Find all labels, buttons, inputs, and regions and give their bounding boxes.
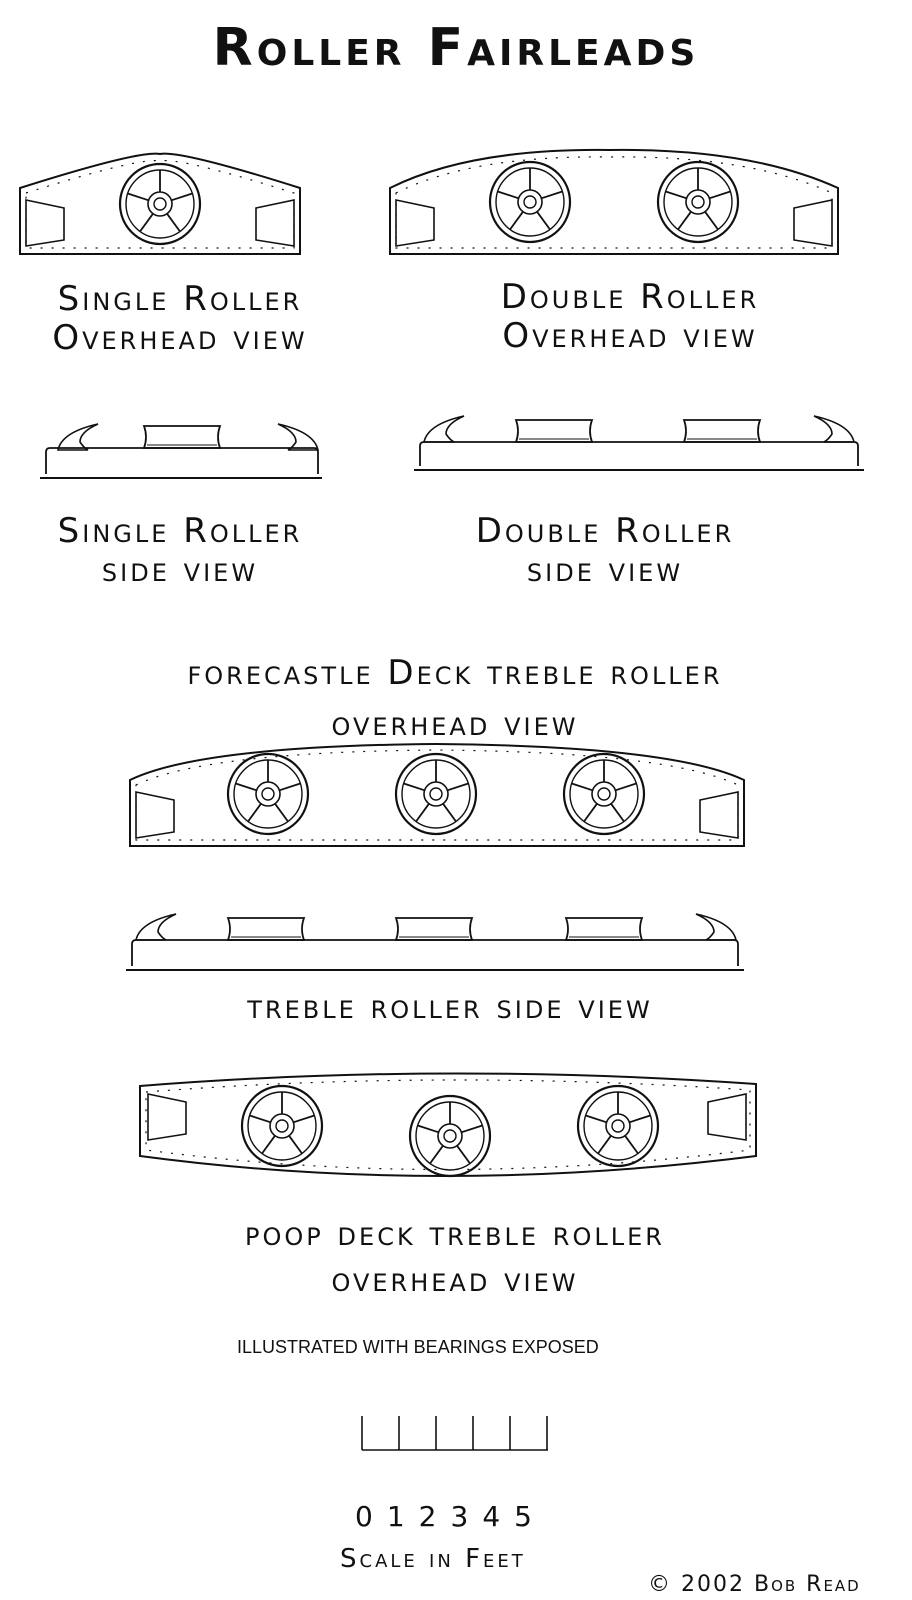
single-roller-overhead — [19, 152, 301, 255]
bearings-note: ILLUSTRATED WITH BEARINGS EXPOSED — [237, 1337, 599, 1357]
single-overhead-label: Single Roller Overhead view — [52, 279, 308, 359]
treble-roller-side — [126, 913, 744, 971]
forecastle-overhead-label: forecastle Deck treble roller overhead v… — [187, 653, 723, 744]
single-roller-side — [40, 423, 322, 479]
single-side-label: Single Roller side view — [57, 511, 303, 591]
scale-numbers: 012345 — [355, 1500, 546, 1533]
scale-caption: Scale in Feet — [340, 1544, 526, 1574]
copyright-notice: © 2002 Bob Read — [648, 1572, 861, 1597]
double-overhead-label: Double Roller Overhead view — [500, 277, 760, 357]
poop-deck-treble-overhead — [139, 1072, 757, 1178]
treble-side-label: treble roller side view — [247, 987, 653, 1027]
forecastle-treble-overhead — [129, 742, 745, 847]
double-side-label: Double Roller side view — [475, 511, 735, 591]
page-title: Roller Fairleads — [212, 18, 700, 78]
poop-overhead-label: poop deck treble roller overhead view — [245, 1214, 665, 1300]
scale-bar — [361, 1416, 548, 1451]
double-roller-side — [414, 415, 864, 471]
double-roller-overhead — [389, 148, 839, 255]
